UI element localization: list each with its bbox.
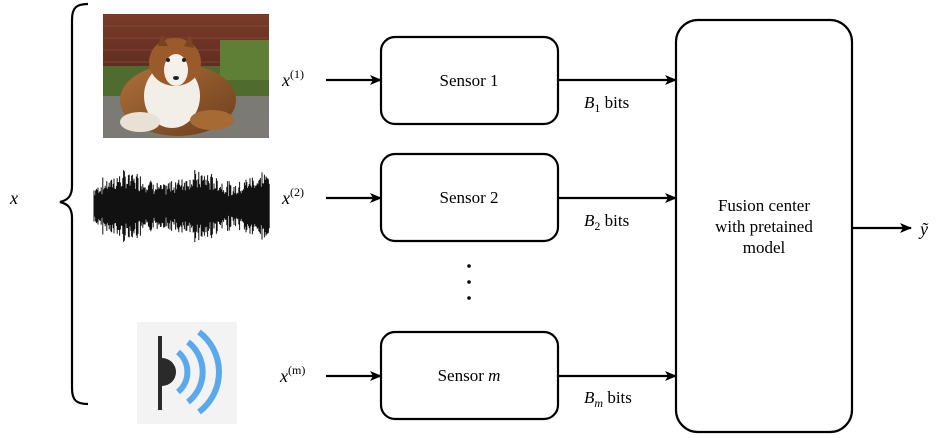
fusion-center-line-1: Fusion center	[718, 196, 810, 215]
input-x-label: x	[9, 188, 18, 208]
modality-label-2: x(2)	[281, 185, 304, 208]
sensor-label-m: Sensor m	[438, 366, 501, 385]
output-y-label: ỹ	[918, 219, 929, 239]
bits-label-m: Bm bits	[584, 388, 632, 410]
audio-waveform-icon	[93, 170, 270, 242]
modality-label-1: x(1)	[281, 67, 304, 90]
curly-brace	[59, 2, 89, 406]
modality-label-m: x(m)	[279, 363, 305, 386]
sensor-label-2: Sensor 2	[439, 188, 498, 207]
vertical-ellipsis	[467, 264, 471, 300]
bits-label-2: B2 bits	[584, 211, 629, 233]
fusion-center-line-2: with pretained	[715, 217, 813, 236]
fusion-center-box	[674, 18, 854, 434]
proximity-sensor-icon	[137, 322, 237, 424]
bits-label-1: B1 bits	[584, 93, 629, 115]
sensor-label-1: Sensor 1	[439, 71, 498, 90]
dog-photo-icon	[103, 14, 269, 138]
fusion-center-line-3: model	[743, 238, 786, 257]
